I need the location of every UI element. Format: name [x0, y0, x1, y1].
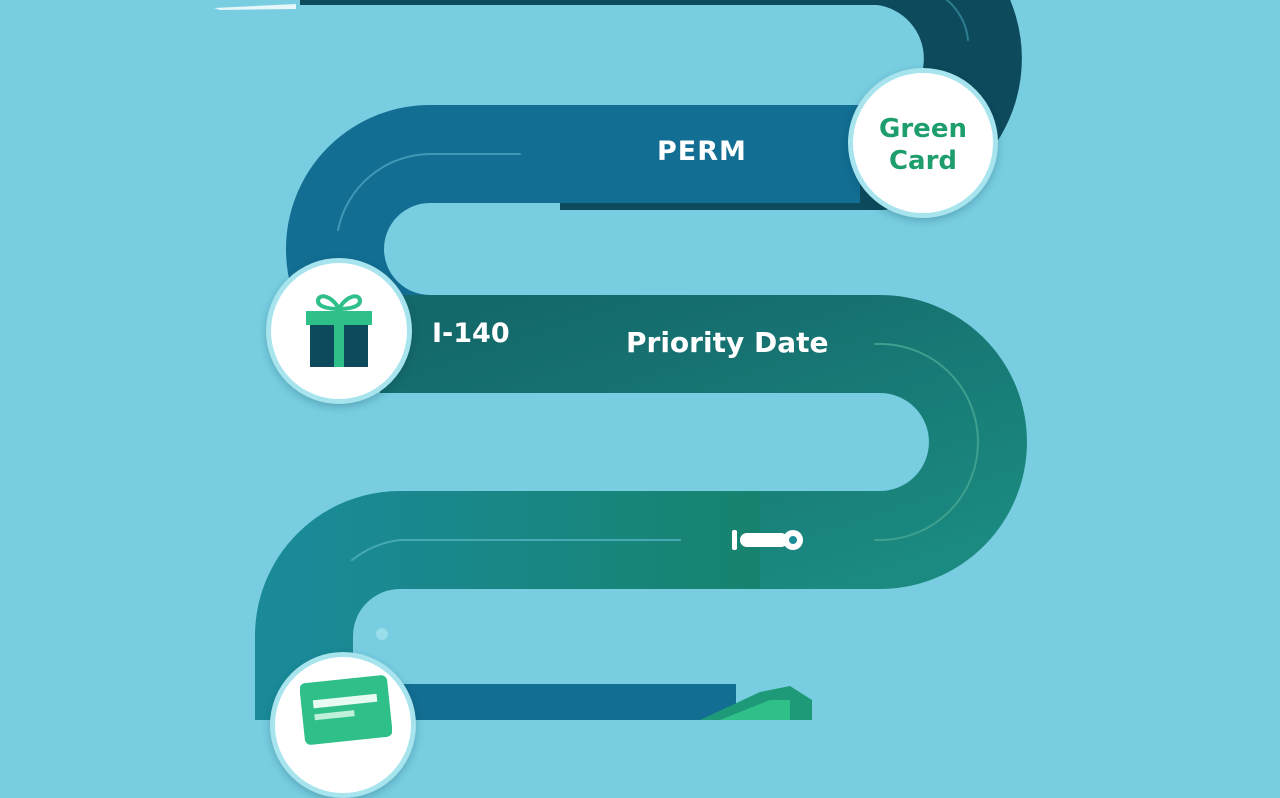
road-lane-line-priority: [874, 343, 980, 541]
roadmap-diagram: PERM I-140 Priority Date Green Card: [214, 0, 1027, 798]
winding-road: [214, 0, 1027, 720]
green-card-milestone: Green Card: [848, 68, 998, 218]
green-card-label: Green Card: [853, 113, 993, 177]
road-edge-highlight: [214, 4, 296, 10]
green-card-label-line1: Green: [879, 114, 967, 144]
road-lane-line-lower: [351, 539, 681, 561]
credit-card-icon: [300, 675, 392, 745]
vehicle-icon: [700, 686, 812, 720]
green-card-label-line2: Card: [888, 146, 958, 176]
road-lane-line-top: [945, 0, 969, 41]
gift-milestone: [266, 258, 412, 404]
step-label-i140: I-140: [432, 318, 510, 349]
gift-icon: [306, 294, 372, 367]
road-segment-lower: [255, 491, 760, 720]
step-label-perm: PERM: [657, 136, 747, 167]
key-icon: [732, 530, 803, 550]
card-milestone: [270, 652, 416, 798]
road-segment-bottom: [400, 684, 736, 720]
road-lane-line-perm: [337, 153, 521, 231]
sparkle-decoration: [376, 628, 388, 640]
step-label-priority-date: Priority Date: [626, 326, 829, 359]
